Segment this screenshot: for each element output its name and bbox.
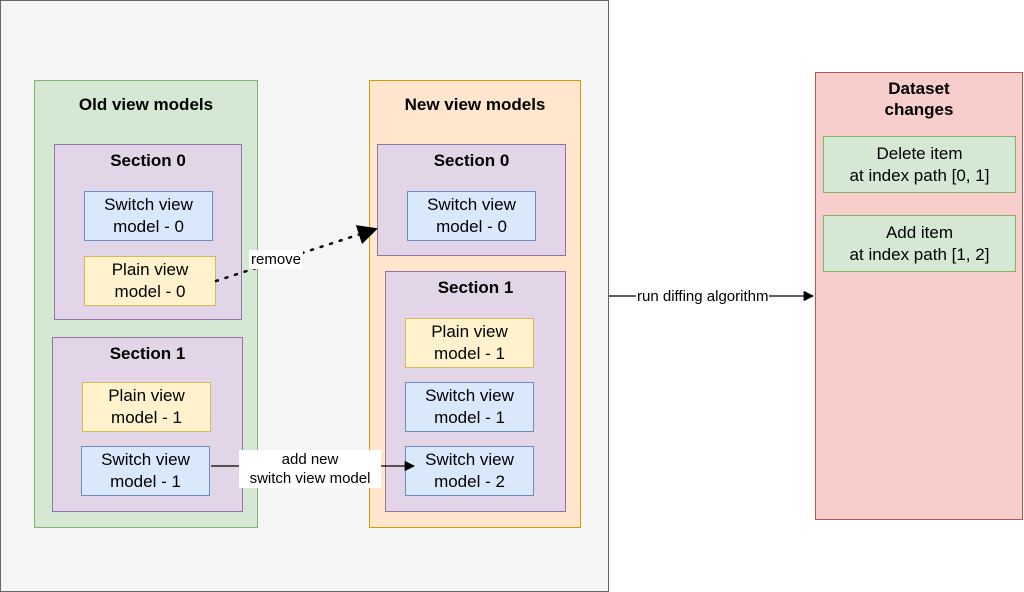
dataset-changes-title: Dataset changes (884, 79, 954, 119)
new-switch-view-model-2: Switch view model - 2 (405, 446, 534, 496)
new-view-models-title: New view models (404, 95, 546, 114)
add-item-change: Add item at index path [1, 2] (823, 215, 1016, 272)
old-plain-view-model-0: Plain view model - 0 (84, 256, 216, 306)
remove-label: remove (249, 250, 304, 269)
old-section-0-title: Section 0 (110, 151, 186, 170)
remove-edge (214, 225, 378, 283)
old-plain-view-model-1: Plain view model - 1 (82, 382, 211, 432)
old-view-models-title: Old view models (78, 95, 214, 114)
new-switch-view-model-0: Switch view model - 0 (407, 191, 536, 241)
old-switch-view-model-0: Switch view model - 0 (84, 191, 213, 241)
delete-item-change: Delete item at index path [0, 1] (823, 136, 1016, 193)
new-section-0-title: Section 0 (433, 151, 510, 170)
run-diffing-label: run diffing algorithm (636, 287, 770, 306)
new-plain-view-model-1: Plain view model - 1 (405, 318, 534, 368)
new-switch-view-model-1: Switch view model - 1 (405, 382, 534, 432)
new-section-1-title: Section 1 (437, 278, 514, 297)
old-section-1-title: Section 1 (109, 344, 186, 363)
add-new-label: add new switch view model (239, 450, 381, 488)
old-switch-view-model-1: Switch view model - 1 (81, 446, 210, 496)
